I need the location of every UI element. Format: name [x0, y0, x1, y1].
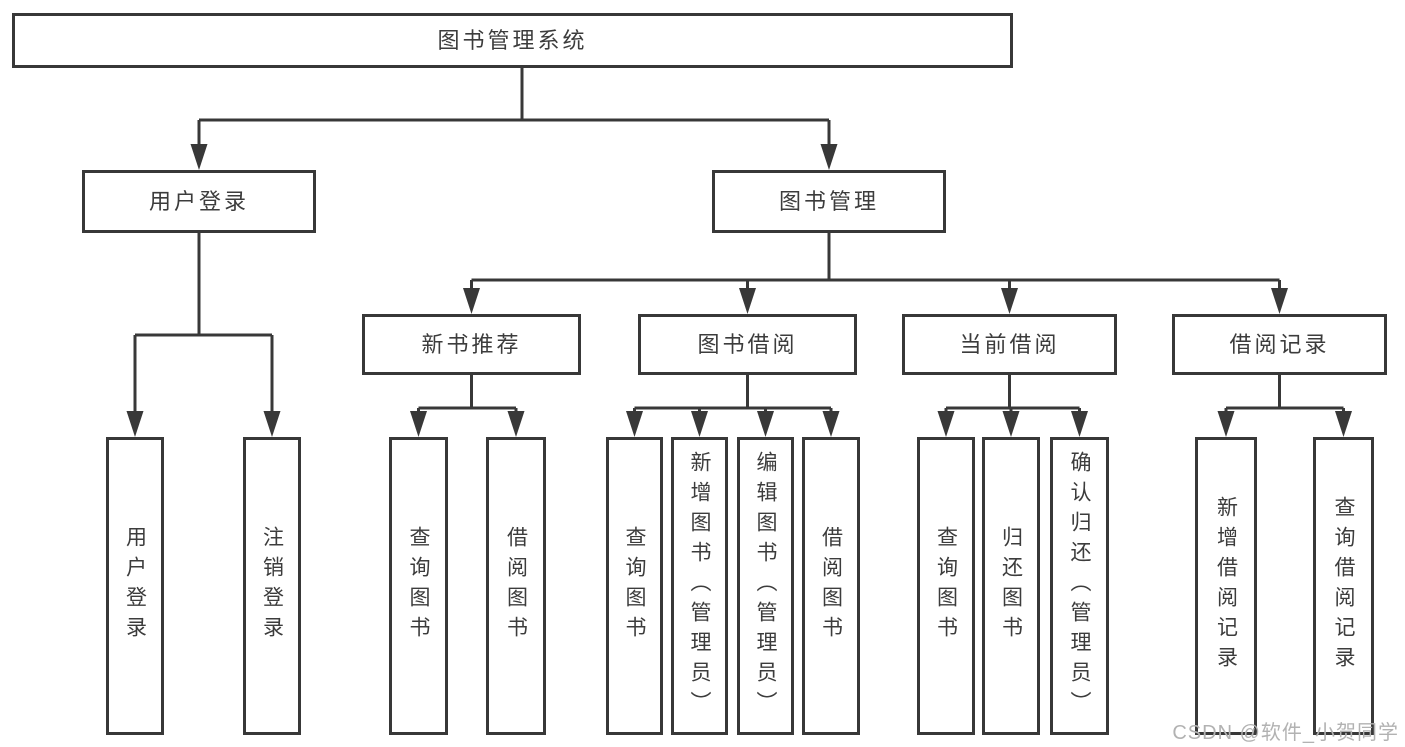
leaf-label: 查询图书 — [934, 526, 958, 646]
leaf-label: 借阅图书 — [819, 526, 843, 646]
leaf-borrow-book-recommend: 借阅图书 — [486, 437, 546, 735]
leaf-confirm-return-admin: 确认归还（管理员） — [1050, 437, 1109, 735]
arrowhead-icon — [1217, 411, 1235, 437]
arrowhead-icon — [463, 288, 480, 314]
arrowhead-icon — [626, 411, 643, 437]
leaf-add-book-admin: 新增图书（管理员） — [671, 437, 728, 735]
node-current-borrow: 当前借阅 — [902, 314, 1117, 375]
leaf-return-book: 归还图书 — [982, 437, 1040, 735]
arrowhead-icon — [937, 411, 955, 437]
node-borrow-records: 借阅记录 — [1172, 314, 1387, 375]
leaf-label: 归还图书 — [999, 526, 1023, 646]
connector-group — [626, 375, 840, 437]
leaf-user-login: 用户登录 — [106, 437, 164, 735]
leaf-label: 查询图书 — [407, 526, 430, 646]
watermark: CSDN @软件_小贺同学 — [1172, 722, 1399, 744]
leaf-label: 用户登录 — [123, 526, 147, 646]
arrowhead-icon — [820, 144, 838, 170]
leaf-label: 新增图书（管理员） — [688, 451, 711, 721]
node-label: 图书管理系统 — [437, 27, 588, 53]
arrowhead-icon — [507, 411, 525, 437]
node-new-book-recommend: 新书推荐 — [362, 314, 581, 375]
connector-group — [463, 233, 1288, 314]
arrowhead-icon — [1271, 288, 1288, 314]
connector-group — [1217, 375, 1352, 437]
node-label: 图书管理 — [778, 188, 879, 214]
arrowhead-icon — [757, 411, 774, 437]
arrowhead-icon — [410, 411, 427, 437]
node-system-root: 图书管理系统 — [12, 13, 1013, 68]
node-book-borrow: 图书借阅 — [638, 314, 857, 375]
arrowhead-icon — [126, 411, 144, 437]
node-user-login: 用户登录 — [82, 170, 316, 233]
leaf-label: 注销登录 — [260, 526, 284, 646]
node-label: 新书推荐 — [421, 331, 522, 357]
node-label: 用户登录 — [148, 188, 249, 214]
arrowhead-icon — [1002, 411, 1020, 437]
node-label: 当前借阅 — [959, 331, 1060, 357]
connector-group — [126, 233, 281, 437]
node-label: 借阅记录 — [1229, 331, 1330, 357]
leaf-label: 新增借阅记录 — [1214, 496, 1238, 676]
leaf-label: 查询图书 — [623, 526, 646, 646]
node-book-management: 图书管理 — [712, 170, 946, 233]
leaf-query-book-current: 查询图书 — [917, 437, 975, 735]
connector-group — [937, 375, 1088, 437]
arrowhead-icon — [263, 411, 281, 437]
arrowhead-icon — [1071, 411, 1088, 437]
leaf-query-book-borrow: 查询图书 — [606, 437, 663, 735]
leaf-edit-book-admin: 编辑图书（管理员） — [737, 437, 794, 735]
arrowhead-icon — [190, 144, 208, 170]
leaf-logout: 注销登录 — [243, 437, 301, 735]
arrowhead-icon — [1335, 411, 1352, 437]
arrowhead-icon — [822, 411, 840, 437]
leaf-borrow-book: 借阅图书 — [802, 437, 860, 735]
leaf-label: 编辑图书（管理员） — [754, 451, 777, 721]
leaf-label: 查询借阅记录 — [1332, 496, 1355, 676]
node-label: 图书借阅 — [697, 331, 798, 357]
leaf-query-borrow-record: 查询借阅记录 — [1313, 437, 1374, 735]
arrowhead-icon — [691, 411, 708, 437]
connector-group — [190, 68, 838, 170]
leaf-add-borrow-record: 新增借阅记录 — [1195, 437, 1257, 735]
arrowhead-icon — [739, 288, 756, 314]
leaf-query-book-recommend: 查询图书 — [389, 437, 448, 735]
arrowhead-icon — [1001, 288, 1018, 314]
leaf-label: 借阅图书 — [504, 526, 528, 646]
leaf-label: 确认归还（管理员） — [1068, 451, 1091, 721]
connector-group — [410, 375, 525, 437]
